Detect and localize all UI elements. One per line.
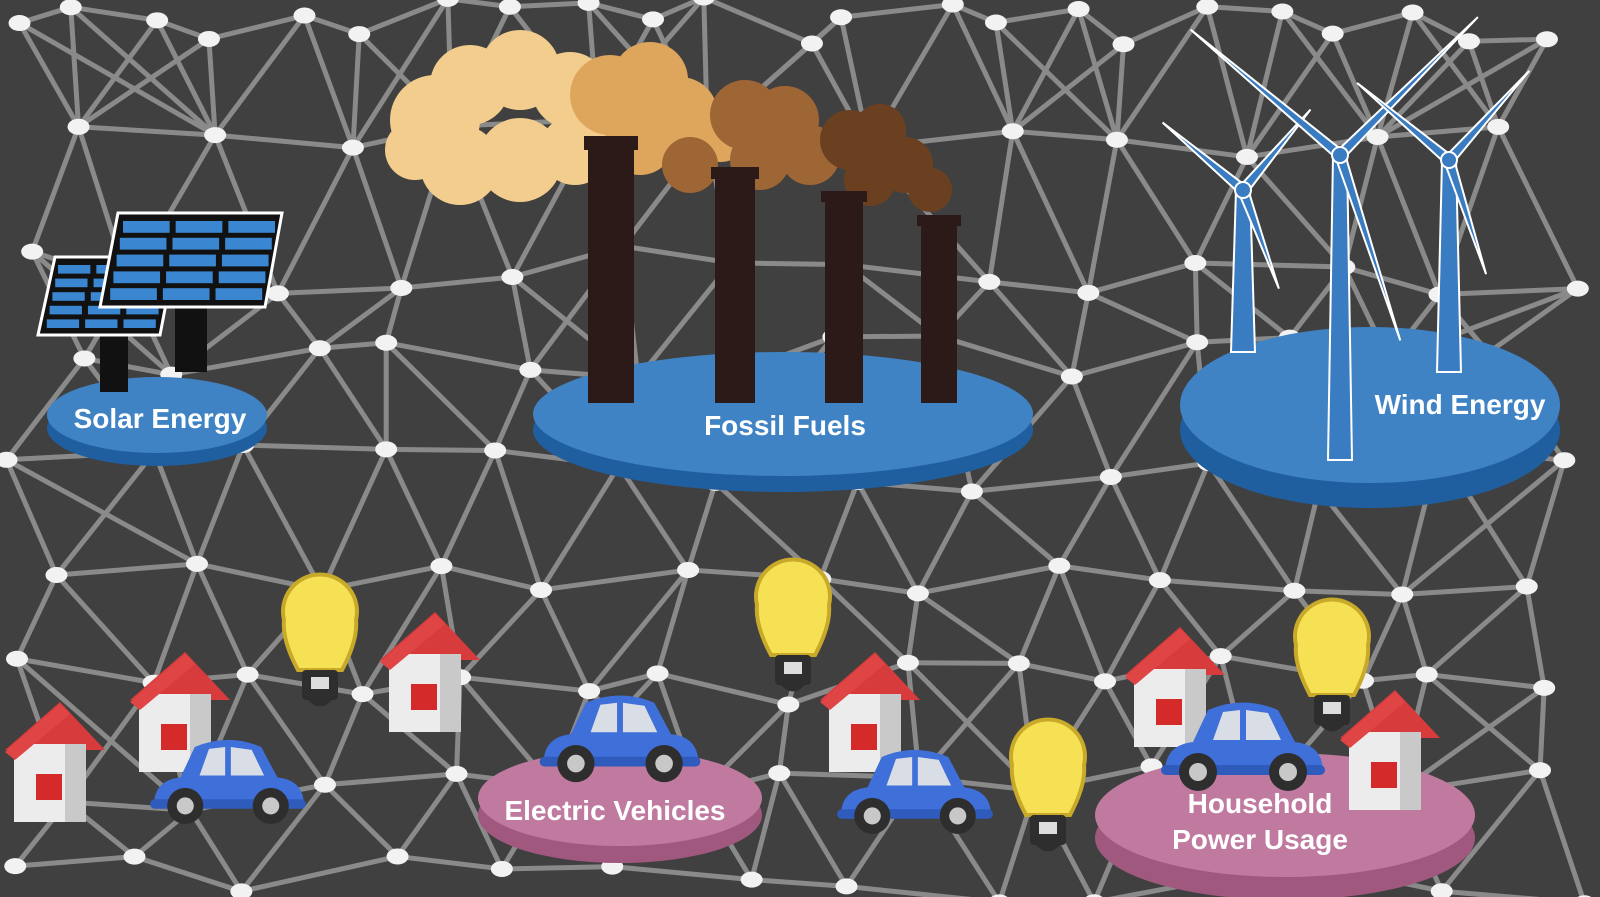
label-electric-vehicles: Electric Vehicles (480, 793, 750, 829)
light-bulb-icon (756, 559, 830, 691)
label-solar-energy: Solar Energy (60, 401, 260, 437)
light-bulb-icon (283, 574, 357, 706)
label-household-line1: Household (1160, 786, 1360, 822)
label-wind-energy: Wind Energy (1360, 387, 1560, 423)
label-household-line2: Power Usage (1140, 822, 1380, 858)
light-bulb-icon (1295, 599, 1369, 731)
label-fossil-fuels: Fossil Fuels (660, 408, 910, 444)
